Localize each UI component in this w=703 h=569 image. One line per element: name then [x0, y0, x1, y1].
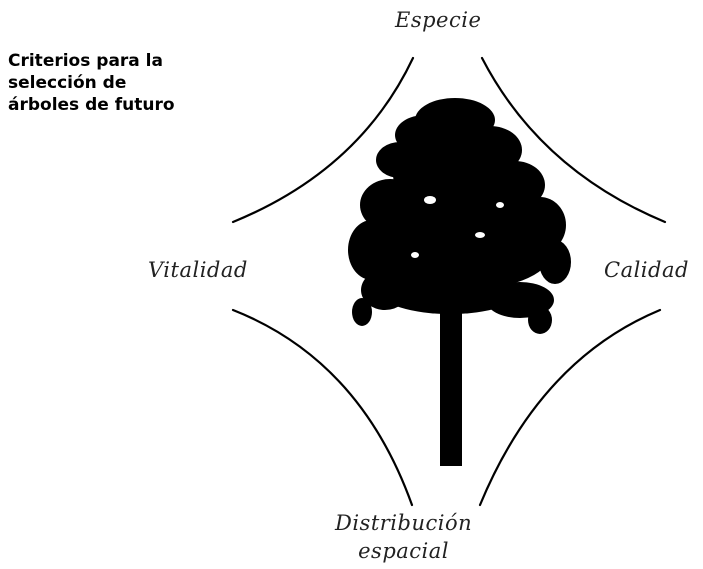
tree-crown — [348, 98, 571, 334]
curve-bottom-left — [231, 308, 414, 507]
tree-icon — [348, 98, 571, 466]
criterion-bottom-line1: Distribución — [335, 511, 473, 535]
diagram-title: Criterios para la selección de árboles d… — [8, 51, 175, 115]
curve-top-left — [231, 56, 415, 224]
criterion-distribucion-espacial: Distribución espacial — [335, 509, 472, 565]
tree-crown-gaps — [411, 196, 504, 258]
criterion-vitalidad: Vitalidad — [148, 258, 248, 282]
criterion-especie: Especie — [395, 8, 482, 32]
curve-top-right — [480, 56, 667, 224]
criterion-calidad: Calidad — [604, 258, 689, 282]
criterion-bottom-line2: espacial — [358, 539, 450, 563]
tree-trunk — [440, 300, 462, 466]
curve-bottom-right — [478, 308, 662, 507]
